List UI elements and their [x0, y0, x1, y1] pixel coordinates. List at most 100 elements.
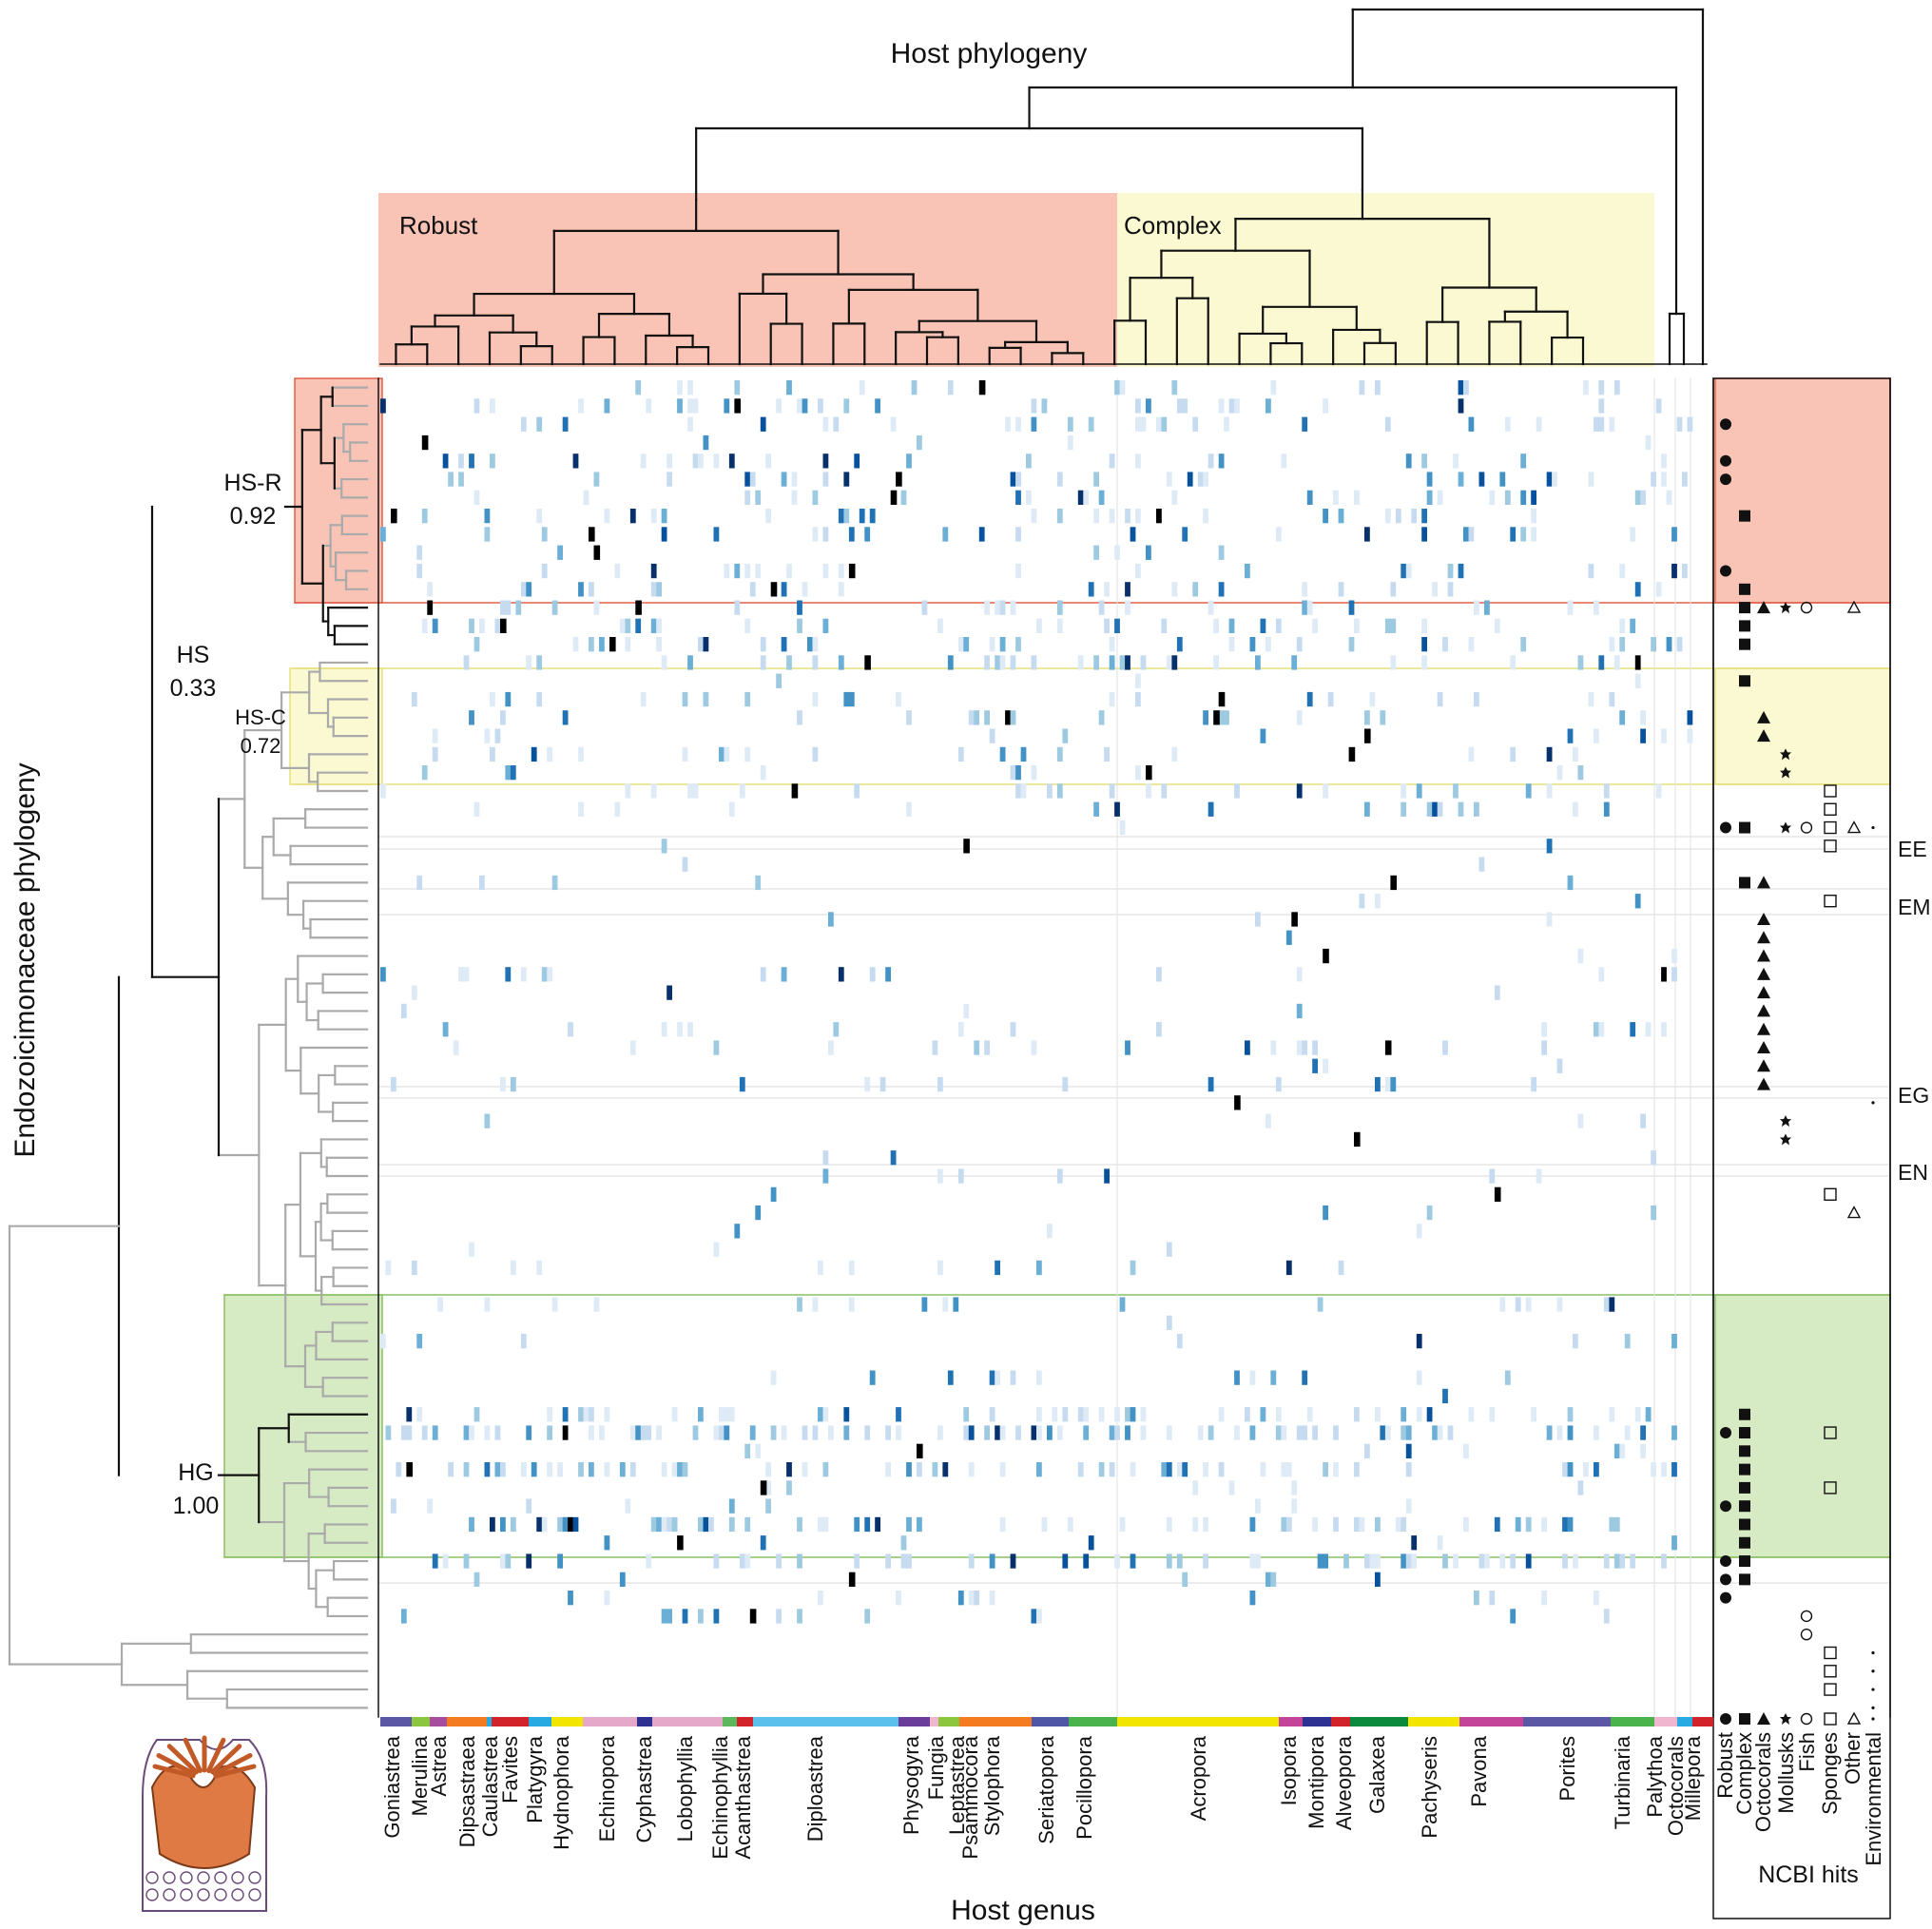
heatmap-cell	[1031, 398, 1037, 414]
heatmap-cell	[1598, 380, 1605, 395]
heatmap-cell	[1458, 398, 1464, 414]
heatmap-cell	[380, 783, 386, 799]
heatmap-cell	[1474, 1591, 1479, 1606]
heatmap-cell	[781, 582, 787, 597]
heatmap-cell	[1671, 527, 1677, 542]
heatmap-cell	[557, 1553, 563, 1569]
heatmap-cell	[802, 398, 808, 414]
heatmap-cell	[776, 1609, 782, 1624]
clade-label-hs: HS	[177, 642, 210, 668]
heatmap-cell	[713, 1040, 720, 1055]
heatmap-cell	[1504, 1370, 1511, 1385]
heatmap-cell	[1135, 398, 1141, 414]
heatmap-cell	[1426, 490, 1433, 505]
heatmap-cell	[1192, 1480, 1199, 1495]
heatmap-cell-max	[734, 398, 741, 414]
heatmap-cell	[1296, 1425, 1303, 1440]
heatmap-cell	[963, 1425, 970, 1440]
heatmap-cell	[469, 1516, 474, 1533]
heatmap-cell	[593, 600, 600, 615]
heatmap-cell	[490, 746, 495, 762]
heatmap-cell	[380, 527, 386, 542]
heatmap-cell	[1130, 1462, 1136, 1477]
heatmap-cell	[1343, 1553, 1349, 1569]
heatmap-cell	[604, 398, 610, 414]
heatmap-cell	[869, 1370, 876, 1385]
heatmap-cell	[661, 839, 667, 854]
heatmap-cell	[1468, 1407, 1475, 1422]
heatmap-cell	[1442, 1040, 1448, 1055]
heatmap-cell	[1401, 563, 1407, 579]
ncbi-sponge-marker	[1824, 1712, 1837, 1726]
heatmap-cell	[770, 1425, 777, 1440]
host-genus-color-segment	[1350, 1717, 1408, 1726]
coral-icon-skeleton-cell	[231, 1888, 244, 1901]
heatmap-cell	[1405, 1443, 1412, 1458]
heatmap-cell	[843, 1407, 850, 1422]
heatmap-cell	[473, 490, 480, 505]
heatmap-cell	[1323, 509, 1328, 524]
heatmap-cell	[619, 1462, 626, 1477]
heatmap-cell	[551, 600, 558, 615]
host-genus-tick-label: Caulastrea	[478, 1735, 502, 1837]
ncbi-octocoral-marker	[1757, 1022, 1770, 1035]
heatmap-cell	[713, 1425, 720, 1440]
heatmap-cell	[744, 691, 751, 707]
heatmap-cell	[505, 600, 512, 615]
heatmap-cell	[1265, 637, 1271, 652]
heatmap-cell	[1296, 637, 1303, 652]
heatmap-cell	[1573, 801, 1578, 817]
heatmap-cell-max	[1323, 948, 1329, 964]
heatmap-cell-max	[1234, 1095, 1241, 1110]
heatmap-cell	[1109, 1425, 1115, 1440]
heatmap-cell	[640, 453, 647, 469]
heatmap-cell	[1541, 1591, 1547, 1606]
heatmap-cell	[677, 398, 683, 414]
ncbi-other-marker	[1846, 820, 1862, 834]
ncbi-sponge-marker	[1824, 784, 1837, 798]
side-label-ee: EE	[1898, 837, 1927, 861]
heatmap-cell	[1676, 637, 1683, 652]
heatmap-cell	[661, 527, 667, 542]
heatmap-cell	[1401, 1553, 1407, 1569]
heatmap-cell	[1405, 1462, 1412, 1477]
heatmap-cell	[812, 490, 819, 505]
heatmap-cell	[661, 655, 667, 670]
heatmap-cell	[1666, 490, 1672, 505]
heatmap-cell	[995, 600, 1000, 615]
heatmap-cell	[728, 801, 735, 817]
heatmap-cell	[974, 1591, 980, 1606]
heatmap-cell	[1671, 1535, 1677, 1551]
heatmap-cell	[885, 1553, 891, 1569]
heatmap-cell	[822, 563, 829, 579]
heatmap-cell	[797, 710, 802, 725]
heatmap-cell	[1056, 600, 1063, 615]
heatmap-cell	[896, 1425, 901, 1440]
heatmap-cell	[786, 655, 792, 670]
heatmap-cell	[937, 1260, 943, 1276]
ncbi-complex-marker	[1739, 620, 1750, 632]
host-genus-tick-label: Alveopora	[1332, 1735, 1356, 1830]
heatmap-cell	[1531, 527, 1536, 542]
heatmap-cell	[833, 1022, 840, 1037]
heatmap-cell	[1478, 1553, 1485, 1569]
heatmap-cells	[380, 380, 1693, 1624]
coral-icon-skeleton-cell	[163, 1888, 176, 1901]
heatmap-cell	[1437, 1535, 1443, 1551]
heatmap-cell	[635, 618, 642, 633]
heatmap-cell	[989, 637, 995, 652]
heatmap-cell	[1671, 563, 1677, 579]
heatmap-cell	[682, 857, 688, 872]
host-genus-tick-label: Physogyra	[899, 1735, 923, 1835]
heatmap-cell	[1603, 1553, 1610, 1569]
heatmap-cell-max	[978, 380, 986, 395]
heatmap-cell	[1317, 1553, 1323, 1569]
heatmap-cell	[1109, 453, 1115, 469]
heatmap-cell	[760, 416, 766, 432]
heatmap-cell	[1104, 618, 1110, 633]
heatmap-cell	[484, 509, 491, 524]
heatmap-cell	[885, 967, 891, 982]
heatmap-cell	[776, 398, 782, 414]
heatmap-cell	[1312, 618, 1318, 633]
ncbi-octocoral-marker	[1757, 949, 1770, 962]
